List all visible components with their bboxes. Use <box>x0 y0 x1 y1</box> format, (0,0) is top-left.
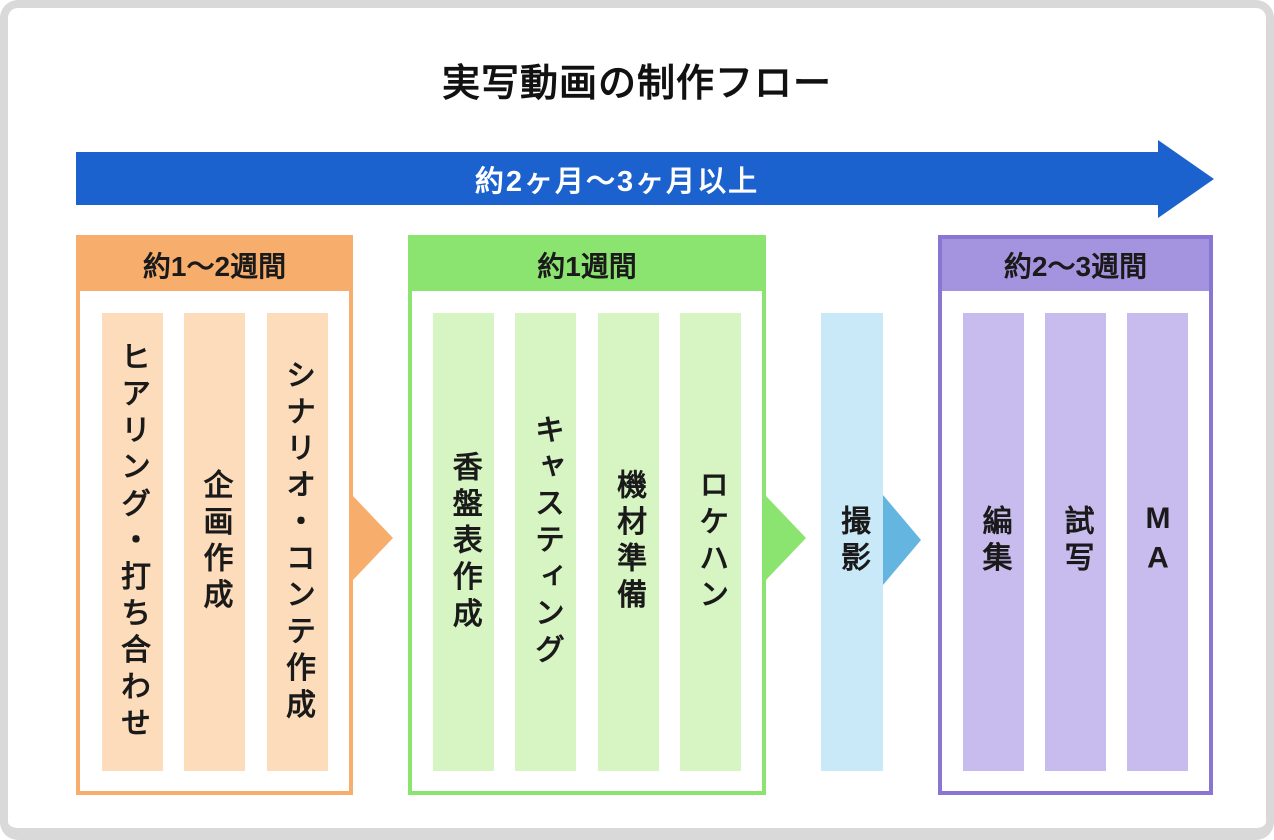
task-call-sheet: 香盤表作成 <box>433 313 495 771</box>
stage-planning-tasks: ヒアリング・打ち合わせ 企画作成 シナリオ・コンテ作成 <box>80 313 349 771</box>
arrow-planning-to-preproduction-icon <box>353 496 393 580</box>
task-scenario-storyboard: シナリオ・コンテ作成 <box>266 313 328 771</box>
task-location-scouting: ロケハン <box>679 313 741 771</box>
stage-postproduction-tasks: 編集 試写 MA <box>942 313 1209 771</box>
stage-postproduction-duration: 約2〜3週間 <box>942 239 1209 291</box>
task-hearing-meeting: ヒアリング・打ち合わせ <box>101 313 163 771</box>
task-label: 機材準備 <box>612 468 646 616</box>
task-label: 撮影 <box>836 505 869 579</box>
task-label: 企画作成 <box>198 468 232 616</box>
task-plan-creation: 企画作成 <box>184 313 245 771</box>
task-editing: 編集 <box>963 313 1024 771</box>
task-label: シナリオ・コンテ作成 <box>281 359 314 725</box>
diagram-title: 実写動画の制作フロー <box>441 63 832 105</box>
arrow-preproduction-to-shooting-icon <box>766 496 806 580</box>
task-equipment-prep: 機材準備 <box>597 313 659 771</box>
task-label: ヒアリング・打ち合わせ <box>116 340 149 744</box>
stage-preproduction-tasks: 香盤表作成 キャスティング 機材準備 ロケハン <box>412 313 762 771</box>
task-label: キャスティング <box>529 413 563 671</box>
timeline-arrowhead-icon <box>1158 140 1214 218</box>
stage-planning: 約1〜2週間 ヒアリング・打ち合わせ 企画作成 シナリオ・コンテ作成 <box>76 235 353 795</box>
timeline-duration-label: 約2ヶ月〜3ヶ月以上 <box>474 165 760 198</box>
task-preview-screening: 試写 <box>1045 313 1106 771</box>
stage-preproduction-duration: 約1週間 <box>412 239 762 291</box>
timeline-arrow: 約2ヶ月〜3ヶ月以上 <box>76 140 1214 218</box>
stage-preproduction: 約1週間 香盤表作成 キャスティング 機材準備 ロケハン <box>408 235 766 795</box>
timeline-arrow-body: 約2ヶ月〜3ヶ月以上 <box>76 152 1158 205</box>
task-label: 編集 <box>977 505 1011 579</box>
task-label: 香盤表作成 <box>447 450 481 634</box>
arrow-shooting-to-postproduction-icon <box>883 495 921 585</box>
task-shooting: 撮影 <box>821 313 883 771</box>
task-label: MA <box>1141 502 1175 582</box>
task-ma: MA <box>1127 313 1188 771</box>
stage-postproduction: 約2〜3週間 編集 試写 MA <box>938 235 1213 795</box>
task-label: 試写 <box>1059 505 1093 579</box>
task-casting: キャスティング <box>515 313 577 771</box>
stage-planning-duration: 約1〜2週間 <box>80 239 349 291</box>
task-label: ロケハン <box>694 468 728 616</box>
